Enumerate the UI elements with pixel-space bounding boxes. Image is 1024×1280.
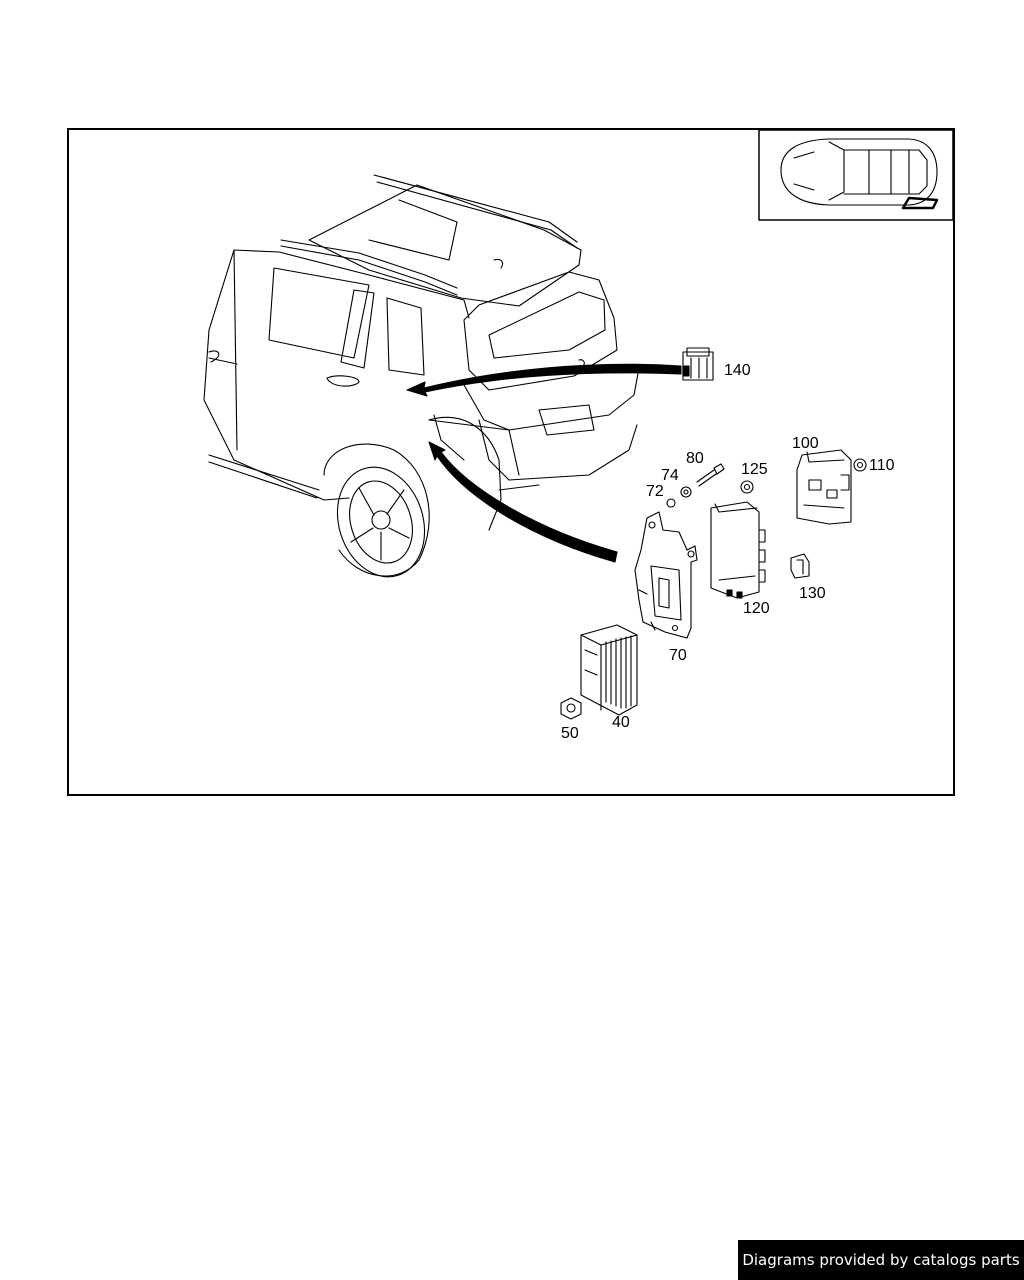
callout-label-125: 125 [741,461,768,478]
callout-label-110: 110 [869,457,895,474]
part-50-nut [560,697,582,720]
callout-label-74: 74 [661,467,679,484]
part-130-clip [790,553,810,579]
part-40-amplifier [580,624,638,716]
callout-label-80: 80 [686,450,704,467]
part-74-nut [680,486,692,498]
callout-label-140: 140 [724,362,751,379]
callout-label-70: 70 [669,647,687,664]
rear-wheel [323,443,430,578]
part-72-washer [666,498,676,508]
vehicle-top-view-icon [780,138,939,210]
part-100-module [796,449,852,525]
locator-inset [758,130,953,221]
part-80-screw [696,463,725,487]
callout-label-40: 40 [612,714,630,731]
rear-suv-line-drawing [203,174,640,578]
location-arrows [406,363,682,563]
callout-label-120: 120 [743,600,770,617]
credit-banner: Diagrams provided by catalogs parts [738,1240,1024,1280]
part-140-connector [682,347,714,381]
callout-label-130: 130 [799,585,826,602]
part-70-bracket [634,511,698,639]
part-120-control-unit [710,501,766,599]
callout-label-50: 50 [561,725,579,742]
callout-label-100: 100 [792,435,819,452]
part-125-nut [740,480,754,494]
callout-label-72: 72 [646,483,664,500]
part-110-nut [853,458,867,472]
